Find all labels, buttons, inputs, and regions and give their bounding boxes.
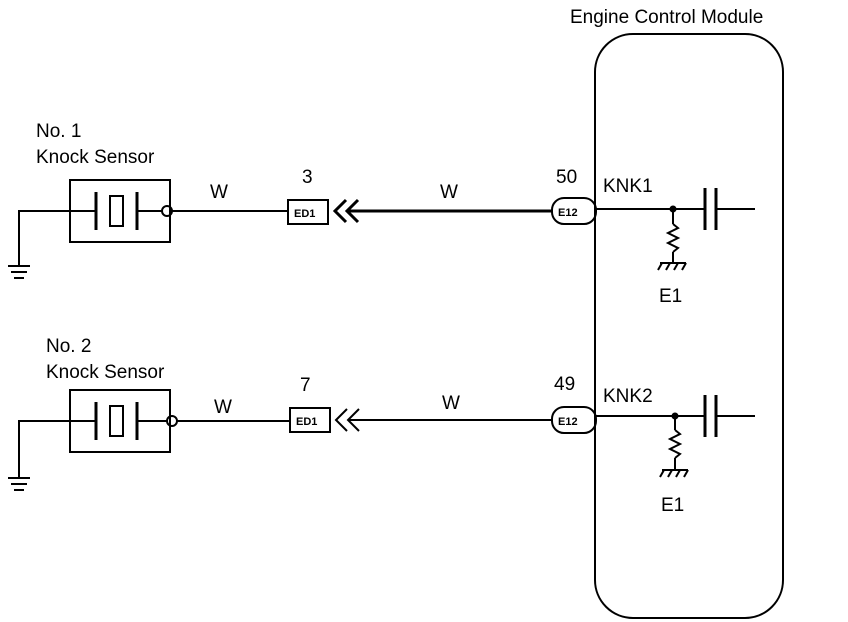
wire-color-2b: W — [442, 393, 460, 414]
capacitor-2-icon — [703, 395, 718, 437]
sensor-2-label-line2: Knock Sensor — [46, 362, 165, 383]
connector-arrow-2-icon — [334, 408, 360, 432]
capacitor-1-icon — [703, 188, 718, 230]
ecm-connector-1 — [551, 197, 597, 225]
chassis-ground-2-icon — [659, 469, 689, 478]
knock-sensor-1-icon — [69, 179, 173, 243]
connector-arrow-1-icon — [332, 198, 360, 224]
sensor-1-label-line1: No. 1 — [36, 121, 81, 142]
ground-label-2: E1 — [661, 495, 684, 516]
ecm-connector-2 — [551, 406, 597, 434]
ground-icon — [8, 420, 73, 491]
connector-ed1-1 — [287, 199, 329, 225]
ecm-pin-2: 49 — [554, 374, 575, 395]
wire-color-2a: W — [214, 397, 232, 418]
ground-icon — [8, 210, 73, 279]
resistor-1-icon — [665, 223, 681, 253]
knock-sensor-2-icon — [69, 389, 178, 453]
wire-color-1b: W — [440, 182, 458, 203]
chassis-ground-1-icon — [657, 262, 687, 271]
connector-id-1: ED1 — [294, 208, 315, 220]
ecm-outline — [594, 33, 784, 619]
sensor-1-label-line2: Knock Sensor — [36, 147, 155, 168]
wire-color-1a: W — [210, 182, 228, 203]
signal-label-1: KNK1 — [603, 176, 653, 197]
circuit-1: No. 1 Knock Sensor W 3 ED1 W — [8, 121, 755, 307]
ground-label-1: E1 — [659, 286, 682, 307]
sensor-2-label-line1: No. 2 — [46, 336, 91, 357]
connector-pin-2: 7 — [300, 375, 311, 396]
ecm-connector-id-2: E12 — [558, 416, 578, 428]
signal-label-2: KNK2 — [603, 386, 653, 407]
connector-pin-1: 3 — [302, 167, 313, 188]
ecm-title: Engine Control Module — [570, 7, 763, 28]
circuit-2: No. 2 Knock Sensor W 7 ED1 W 49 — [8, 336, 755, 516]
ecm-connector-id-1: E12 — [558, 207, 578, 219]
connector-ed1-2 — [289, 407, 331, 433]
ecm-pin-1: 50 — [556, 167, 577, 188]
connector-id-2: ED1 — [296, 416, 317, 428]
resistor-2-icon — [667, 429, 683, 459]
